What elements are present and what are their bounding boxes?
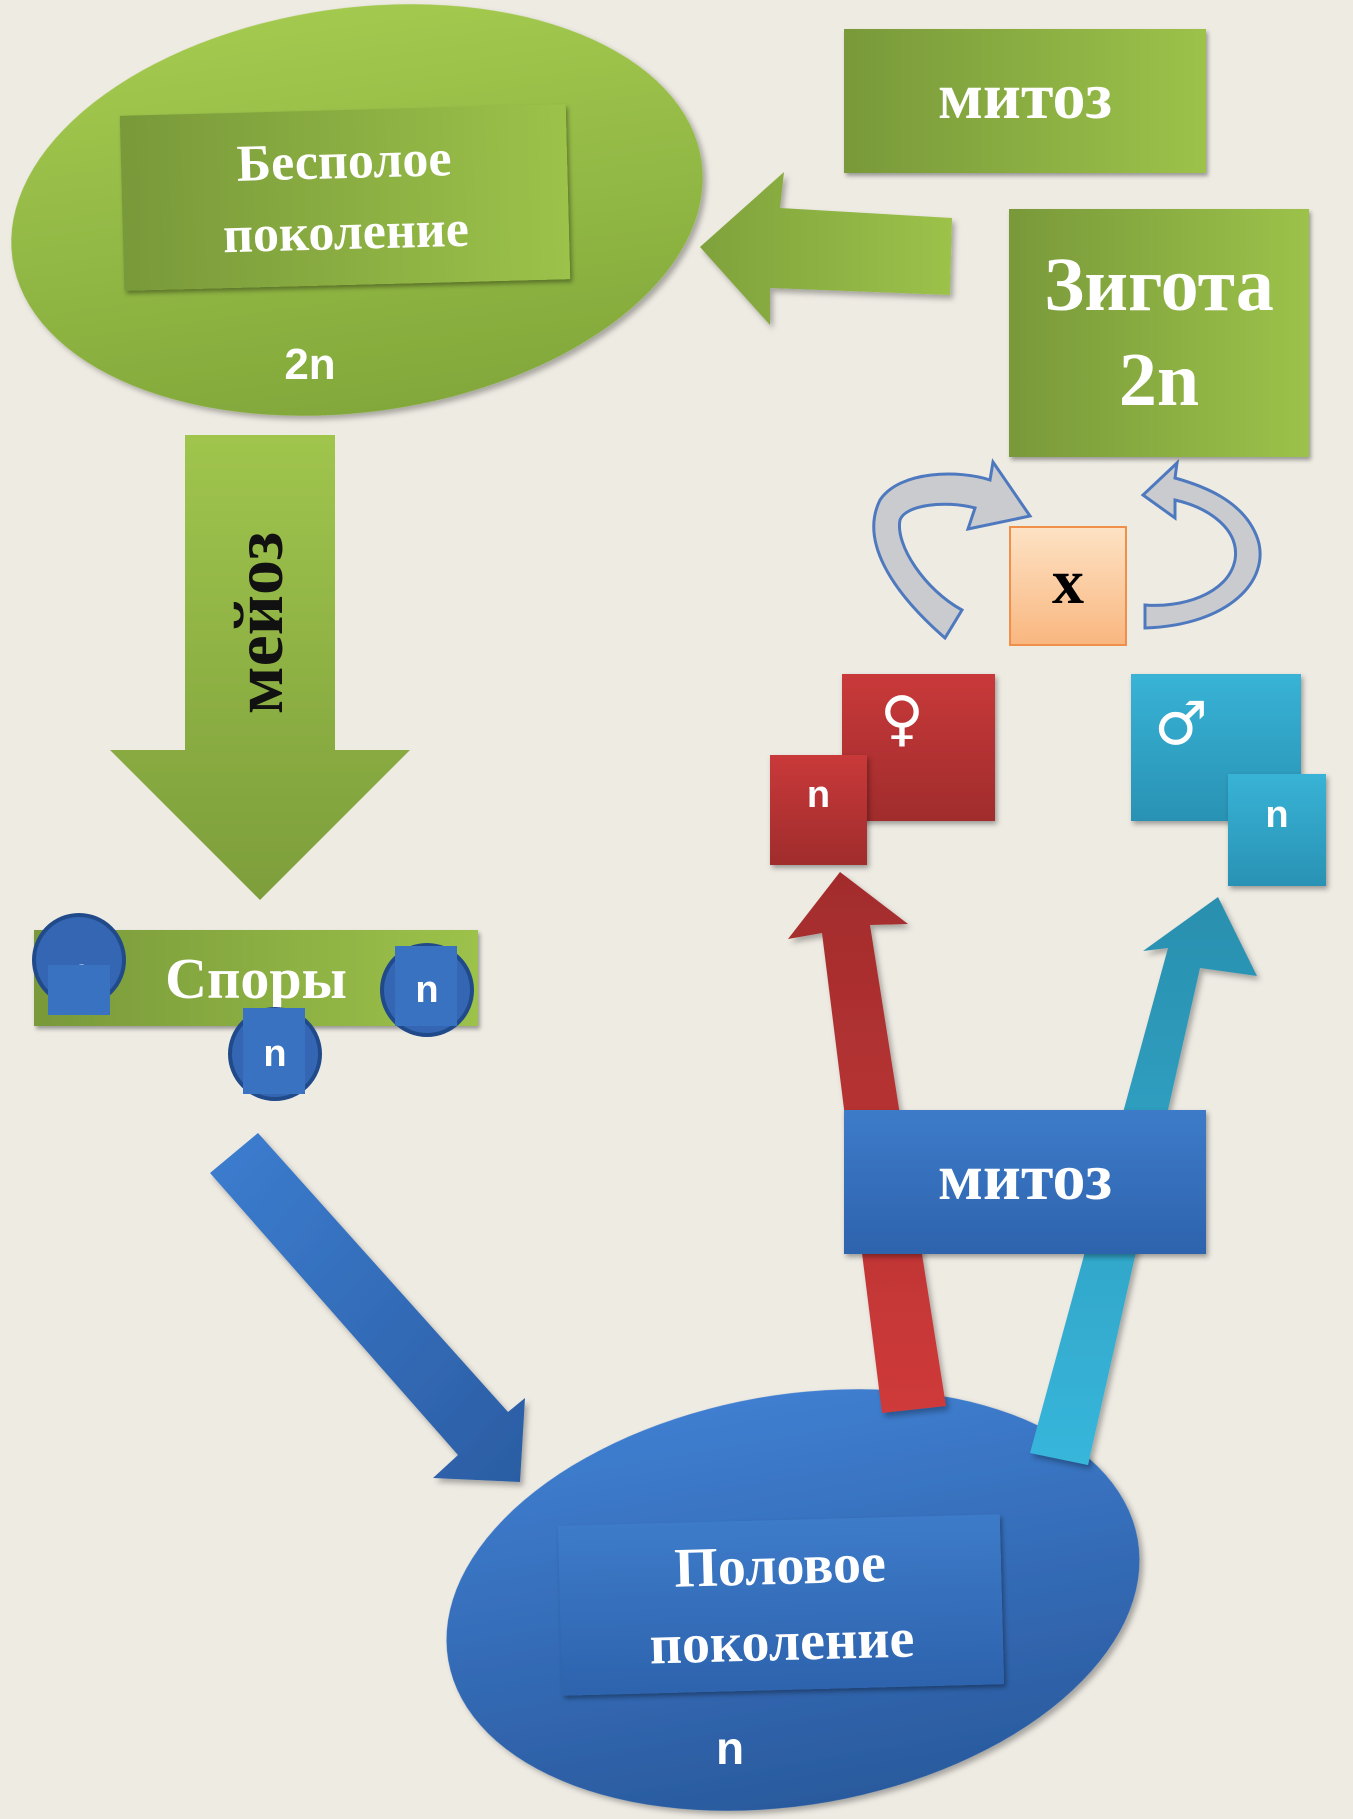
- spore-ploidy-2: n: [415, 968, 439, 1011]
- sexual-generation-ploidy: n: [715, 1722, 745, 1774]
- zygote-ploidy: 2n: [1118, 338, 1200, 422]
- male-to-fertilization-curve: [1140, 459, 1262, 630]
- meiosis-label: мейоз: [221, 531, 298, 715]
- spore-marker-3: n: [228, 1007, 322, 1101]
- meiosis-arrow: [110, 435, 410, 900]
- mitosis-top-box: митоз: [844, 29, 1206, 173]
- asexual-generation-label: Бесполое поколение: [222, 130, 470, 264]
- female-symbol: ♀: [880, 684, 924, 754]
- spore-ploidy-3: n: [263, 1032, 287, 1075]
- spore-square-2: [395, 946, 457, 1026]
- asexual-generation-ploidy: 2n: [284, 340, 336, 389]
- spores-to-sexual-arrow: [210, 1133, 525, 1482]
- sexual-generation-label: Половое поколение: [648, 1532, 916, 1677]
- zygote-label: Зигота: [1044, 243, 1274, 327]
- spore-marker-2: n: [380, 943, 474, 1037]
- asexual-generation-label-box: Бесполое поколение: [119, 104, 571, 291]
- male-ploidy: n: [1265, 793, 1289, 836]
- male-ploidy-box: n: [1228, 774, 1326, 886]
- fertilization-box: х: [1009, 526, 1127, 646]
- mitosis-bottom-label: митоз: [937, 1141, 1113, 1214]
- spore-square-3: [243, 1008, 305, 1094]
- female-gamete-box: ♀: [842, 674, 995, 821]
- male-symbol: ♂: [1154, 689, 1208, 759]
- sexual-generation-label-box: Половое поколение: [557, 1514, 1005, 1696]
- female-to-fertilization-curve: [872, 458, 1033, 641]
- female-ploidy-box: n: [770, 755, 867, 865]
- female-ploidy: n: [806, 773, 831, 816]
- zygote-box: Зигота 2n: [1009, 209, 1309, 457]
- fertilization-sign: х: [1052, 546, 1084, 617]
- spores-label: Споры: [165, 945, 347, 1011]
- mitosis-top-label: митоз: [937, 60, 1113, 133]
- spore-square-1: [48, 965, 110, 1015]
- zygote-to-asexual-arrow: [700, 172, 952, 325]
- mitosis-bottom-box: митоз: [844, 1110, 1206, 1254]
